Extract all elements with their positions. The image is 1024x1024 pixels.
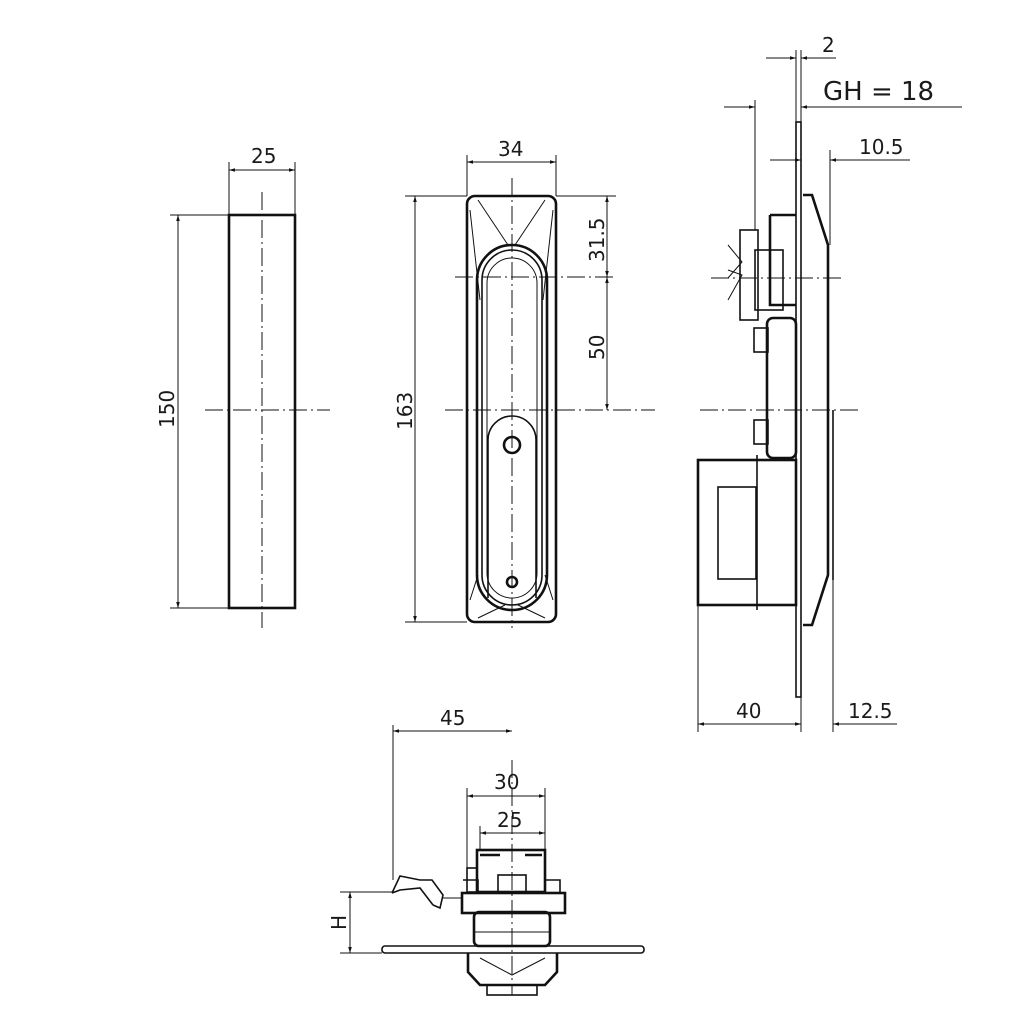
- latch-body: [765, 316, 798, 460]
- handle-front-view: 34 163 31.5 50: [393, 137, 655, 628]
- side-view: 2 GH = 18 10.5 40 12.5: [696, 33, 962, 732]
- depth-label: 40: [736, 699, 761, 723]
- top-to-pivot-label: 31.5: [585, 217, 609, 262]
- reach-label: 45: [440, 706, 465, 730]
- rod-housing: [696, 458, 798, 607]
- outer-width-label: 30: [494, 770, 519, 794]
- grip-height-label: GH = 18: [823, 77, 934, 107]
- lever-arm: [391, 875, 444, 910]
- plate-thickness-label: 2: [822, 33, 835, 57]
- pivot-to-center-label: 50: [585, 335, 609, 360]
- inner-width-label: 25: [497, 808, 522, 832]
- cam-detail: [727, 244, 743, 301]
- cover-width-label: 25: [251, 144, 276, 168]
- handle-height-label: 163: [393, 392, 417, 430]
- projection-label: 12.5: [848, 699, 893, 723]
- handle-width-label: 34: [498, 137, 523, 161]
- offset-label: 10.5: [859, 135, 904, 159]
- flange: [460, 891, 567, 915]
- bottom-view: 45 30 25 H: [327, 706, 645, 996]
- cover-height-label: 150: [155, 390, 179, 428]
- height-symbol-label: H: [327, 915, 351, 930]
- cover-front-view: 25 150: [155, 144, 330, 628]
